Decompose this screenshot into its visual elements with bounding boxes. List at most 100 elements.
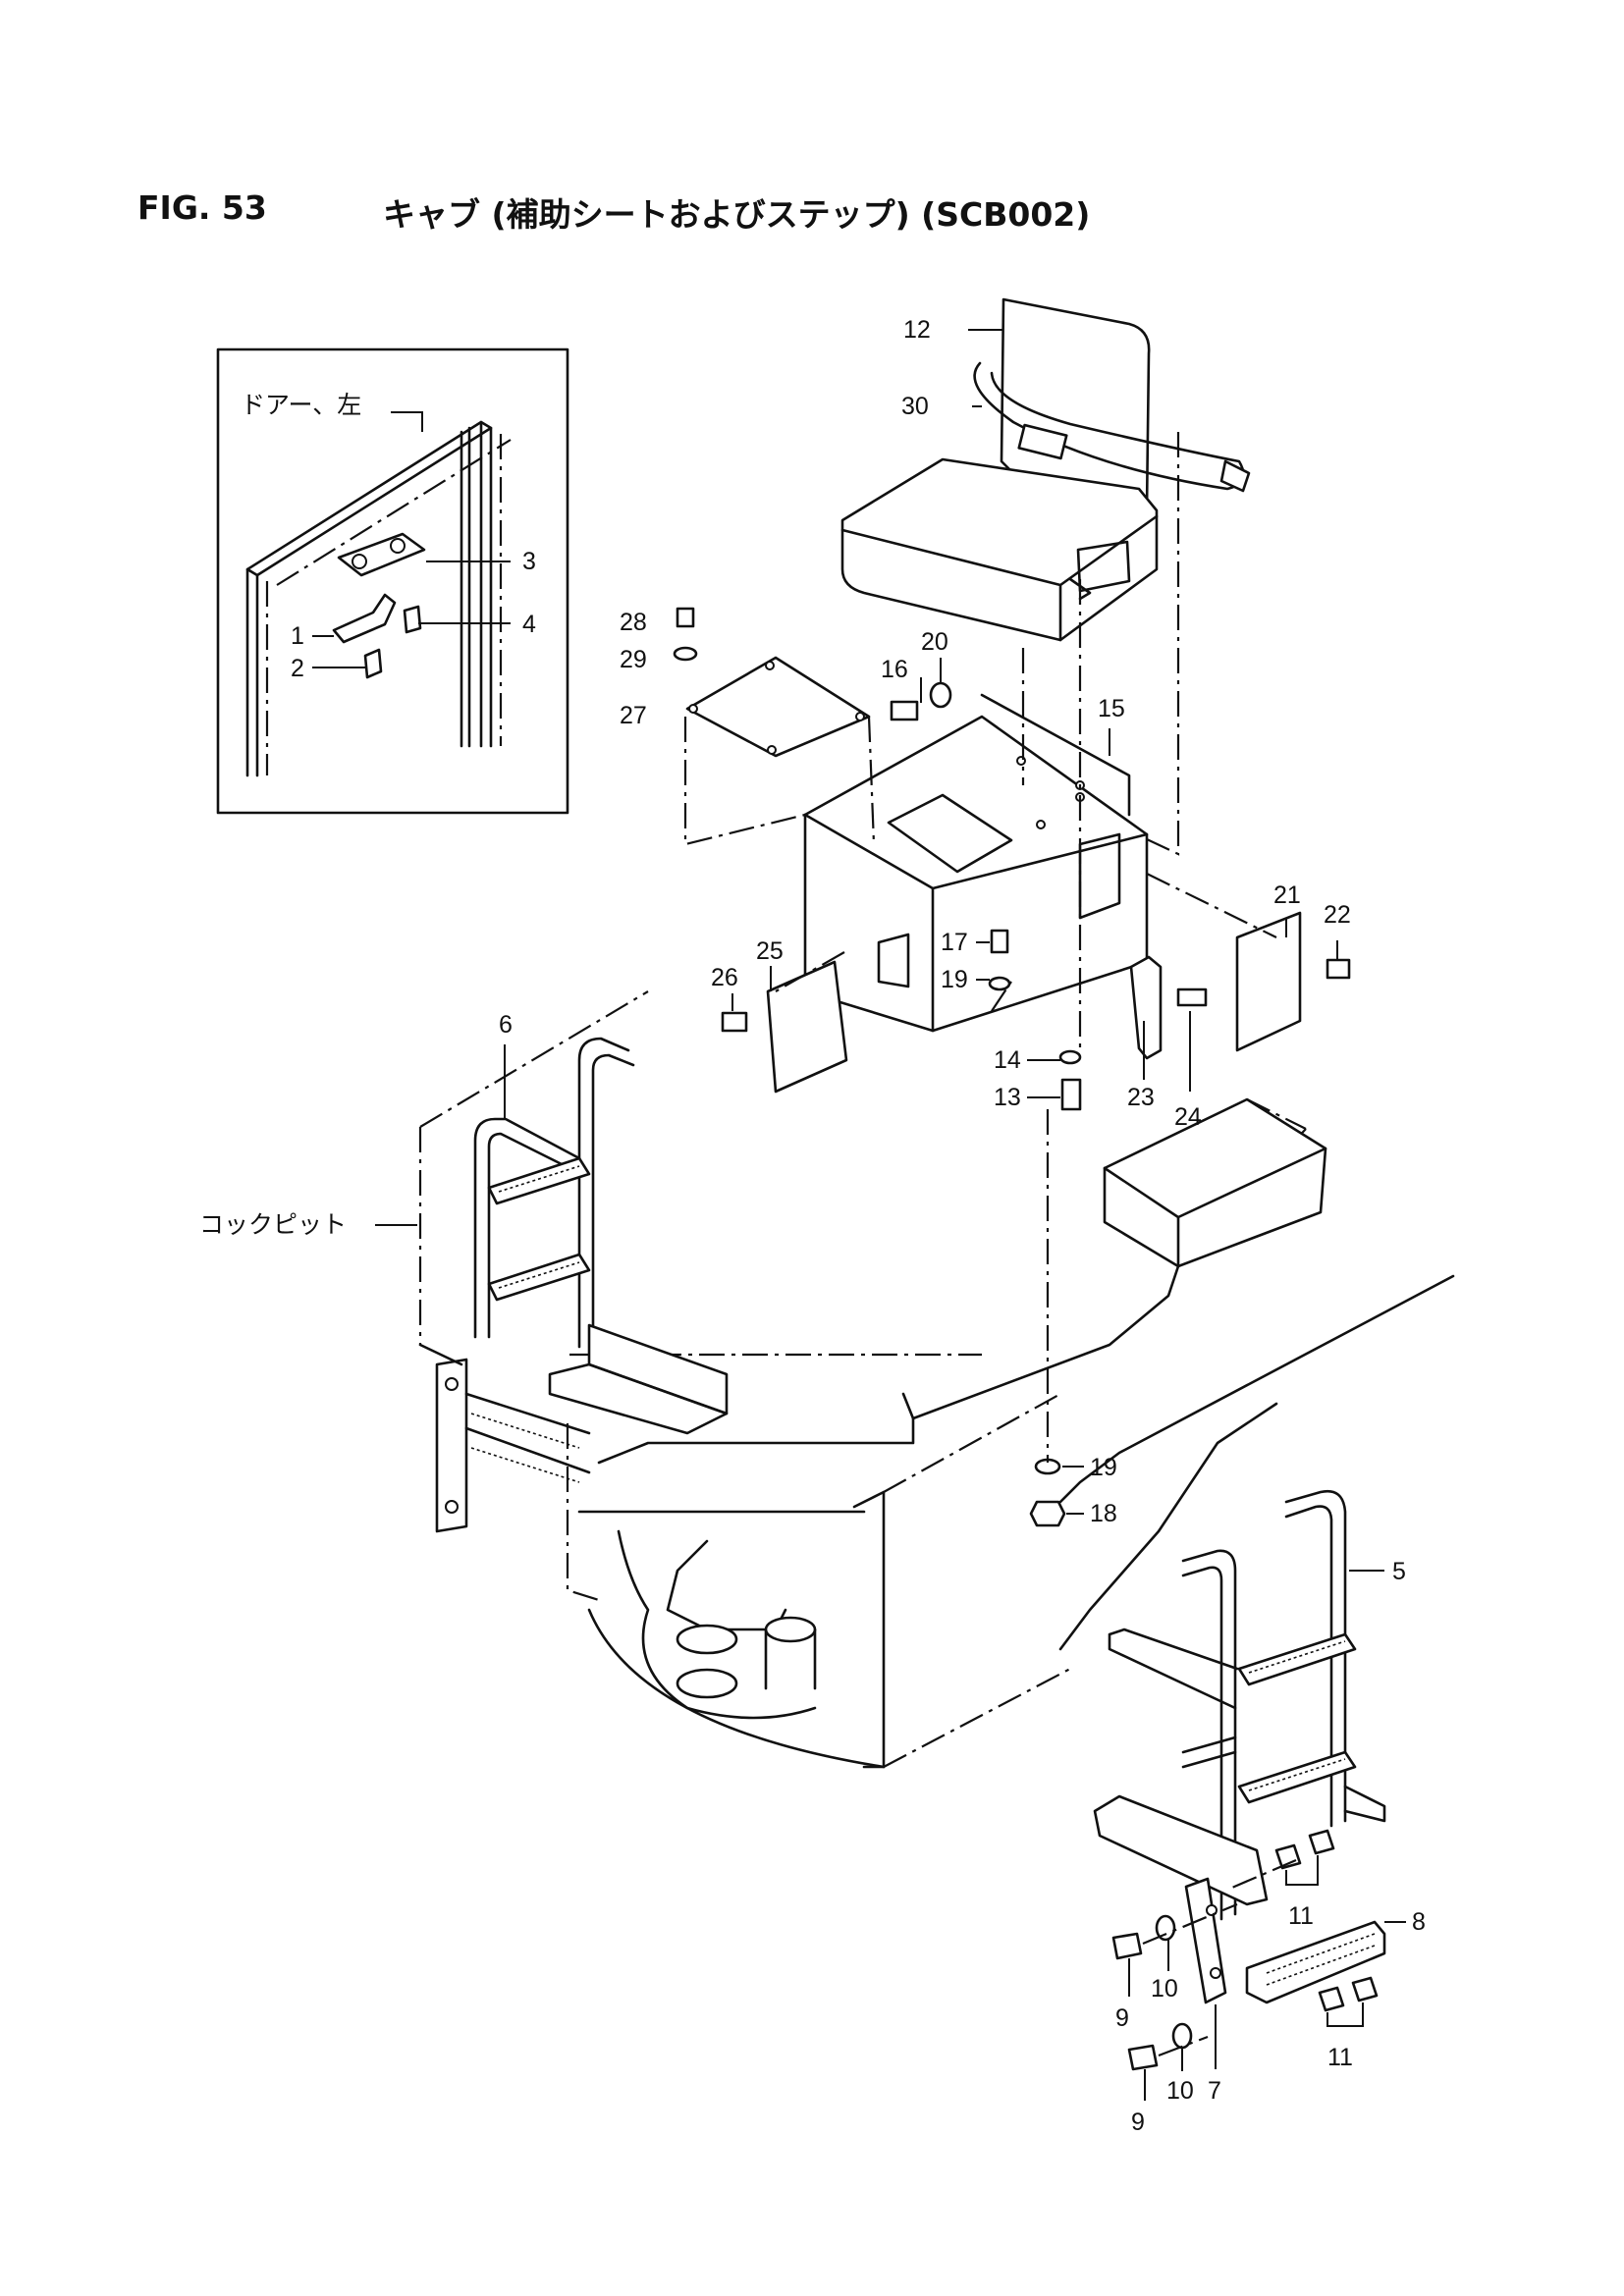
auxiliary-seat-12	[840, 297, 1159, 642]
screw-28	[676, 607, 695, 628]
nut-11-a	[1274, 1843, 1302, 1870]
washer-14	[1058, 1049, 1082, 1065]
grab-handle-23	[1129, 955, 1163, 1060]
callout-9-upper: 9	[1115, 2004, 1129, 2032]
seat-base-opening	[887, 793, 1013, 874]
seat-base-front	[803, 715, 1149, 1033]
ladder-6-tray-front	[587, 1323, 729, 1415]
callout-11-lower: 11	[1327, 2044, 1353, 2071]
callout-18: 18	[1090, 1500, 1117, 1527]
bolt-22	[1326, 958, 1351, 980]
cover-plate-27	[685, 656, 871, 758]
door-frame-sides	[245, 420, 493, 777]
seat-slide-bracket	[1076, 540, 1131, 593]
callout-1: 1	[291, 622, 304, 650]
label-cockpit: コックピット	[199, 1210, 347, 1239]
ladder-6-mount-plate	[435, 1358, 468, 1533]
figure-number: FIG. 53	[137, 188, 267, 227]
callout-21: 21	[1273, 881, 1301, 909]
assembly-lines	[683, 432, 1277, 1463]
callout-3: 3	[522, 548, 536, 575]
ladder-6-rail-right	[577, 1037, 630, 1349]
callout-9-lower: 9	[1131, 2109, 1145, 2136]
callout-19-lower: 19	[1090, 1454, 1117, 1481]
seat-belt-buckle	[1017, 423, 1068, 460]
bolt-26	[721, 1011, 748, 1033]
callout-20: 20	[921, 628, 948, 656]
callout-8: 8	[1412, 1908, 1426, 1936]
door-bracket-3	[337, 532, 426, 577]
leader-lines	[312, 329, 1406, 2101]
ladder-6-rung-upper	[487, 1156, 591, 1205]
callout-10-upper: 10	[1151, 1975, 1178, 2002]
bolt-4	[403, 605, 422, 634]
callout-11-upper: 11	[1288, 1902, 1314, 1930]
inset-frame	[216, 347, 569, 815]
callout-4: 4	[522, 611, 536, 638]
ladder-5-rail-right	[1284, 1489, 1347, 1823]
washer-10-lower	[1171, 2022, 1193, 2050]
door-inset	[216, 347, 569, 815]
callout-12: 12	[903, 316, 931, 344]
callout-29: 29	[620, 646, 647, 673]
washer-29	[673, 646, 698, 662]
washer-10-upper	[1155, 1914, 1176, 1942]
callout-labels: ドアー、左 コックピット 3 4 1 2 12 30 28 29 27 20 1…	[199, 316, 1426, 2136]
callout-16: 16	[881, 656, 908, 683]
cover-plate-25	[766, 960, 848, 1094]
step-hardware	[1111, 1829, 1379, 2071]
callout-6: 6	[499, 1011, 513, 1039]
bolt-24	[1176, 988, 1208, 1007]
ladder-6-rung-lower	[487, 1253, 591, 1302]
figure-title: キャブ (補助シートおよびステップ) (SCB002)	[383, 195, 1091, 234]
door-frame-hidden	[265, 434, 512, 775]
ladder-5-rung-upper	[1237, 1632, 1357, 1686]
bolt-17	[990, 929, 1009, 954]
callout-14: 14	[994, 1046, 1021, 1074]
callout-25: 25	[756, 937, 784, 965]
ladder-6-tray	[548, 1362, 729, 1435]
mount-plate-7	[1184, 1877, 1227, 2004]
nut-11-d	[1351, 1976, 1379, 2002]
label-door-left: ドアー、左	[241, 391, 361, 419]
cover-plate-21	[1235, 911, 1302, 1052]
callout-30: 30	[901, 393, 929, 420]
callout-15: 15	[1098, 695, 1125, 722]
seat-cushion-edge	[840, 514, 1159, 642]
callout-24: 24	[1174, 1103, 1202, 1131]
seat-cushion	[840, 457, 1159, 642]
ladder-5-rung-lower	[1237, 1750, 1357, 1804]
seat-base-rear-flange	[980, 693, 1131, 817]
door-inner-tube	[460, 426, 471, 748]
callout-27: 27	[620, 702, 647, 729]
bolt-13	[1060, 1078, 1082, 1111]
ladder-6-rail-left	[473, 1117, 581, 1339]
callout-22: 22	[1324, 901, 1351, 929]
callout-5: 5	[1392, 1558, 1406, 1585]
bolt-9-upper	[1111, 1932, 1143, 1960]
console-box	[1103, 1097, 1327, 1268]
nut-11-c	[1318, 1986, 1345, 2012]
figure-header: FIG. 53 キャブ (補助シートおよびステップ) (SCB002)	[137, 188, 1512, 238]
seat-base-front-window	[877, 933, 910, 988]
hardware	[673, 607, 1351, 1527]
washer-20	[929, 681, 952, 709]
callout-19-upper: 19	[941, 966, 968, 993]
washer-19-upper	[988, 976, 1011, 991]
bolt-9-lower	[1127, 2044, 1159, 2071]
callout-10-lower: 10	[1166, 2077, 1194, 2105]
callout-7: 7	[1208, 2077, 1221, 2105]
seat-lever	[1068, 577, 1092, 601]
callout-28: 28	[620, 609, 647, 636]
nut-18	[1029, 1500, 1066, 1527]
step-ladder-5	[1093, 1489, 1386, 1921]
seat-belt-anchor	[1219, 459, 1251, 493]
door-bracket-1	[332, 593, 397, 644]
seat-belt-30	[973, 361, 1251, 493]
callout-2: 2	[291, 655, 304, 682]
callout-17: 17	[941, 929, 968, 956]
cockpit-floor	[418, 990, 1455, 1769]
bolt-2	[363, 648, 383, 679]
callout-13: 13	[994, 1084, 1021, 1111]
